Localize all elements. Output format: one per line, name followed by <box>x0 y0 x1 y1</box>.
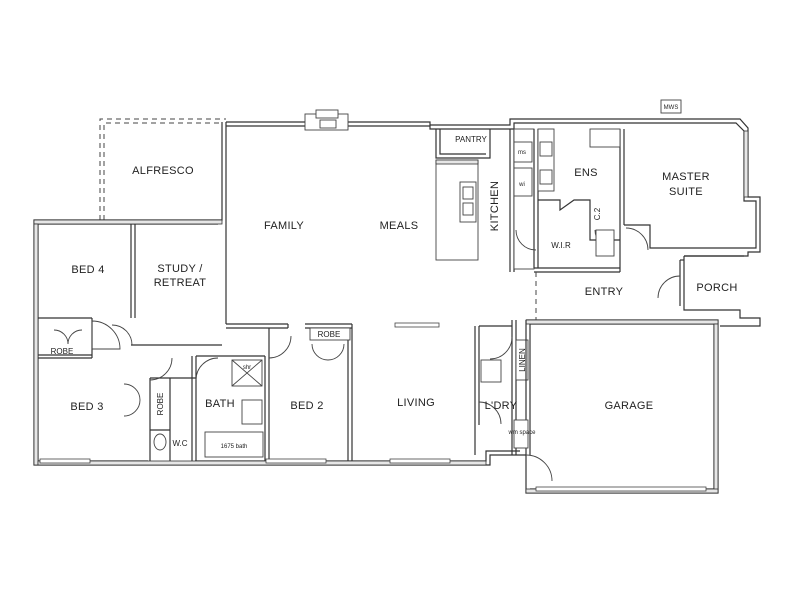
wall-hatching <box>33 130 749 494</box>
label-ens: ENS <box>574 167 598 179</box>
label-robe-bed2: ROBE <box>318 330 341 339</box>
label-meals: MEALS <box>380 220 419 232</box>
label-master-1: MASTER <box>662 171 710 183</box>
label-master-2: SUITE <box>669 186 703 198</box>
label-kitchen: KITCHEN <box>489 181 501 231</box>
fireplace <box>304 109 349 131</box>
label-porch: PORCH <box>696 282 737 294</box>
label-living: LIVING <box>397 397 435 409</box>
fixtures <box>153 141 615 458</box>
label-wm: wm space <box>507 430 536 436</box>
label-bath-note: 1675 bath <box>221 444 248 450</box>
mws-unit <box>660 99 682 114</box>
label-shr: shr <box>243 365 251 371</box>
label-c2: C.2 <box>593 207 602 220</box>
label-linen: LINEN <box>518 348 527 372</box>
label-wi: wi <box>518 182 525 188</box>
interior-walls <box>38 128 744 461</box>
label-wc: W.C <box>172 439 187 448</box>
label-mws: MWS <box>664 105 679 111</box>
label-entry: ENTRY <box>585 286 624 298</box>
label-bed3: BED 3 <box>70 401 103 413</box>
label-study-1: STUDY / <box>157 263 203 275</box>
label-ldry: L'DRY <box>485 400 518 412</box>
label-robe-bed4: ROBE <box>51 347 74 356</box>
label-alfresco: ALFRESCO <box>132 165 194 177</box>
label-robe-bed3: ROBE <box>156 393 165 416</box>
room-labels: ALFRESCO FAMILY MEALS KITCHEN PANTRY ENS… <box>51 105 738 450</box>
label-family: FAMILY <box>264 220 304 232</box>
label-wir: W.I.R <box>551 241 571 250</box>
label-bath: BATH <box>205 398 235 410</box>
label-bed2: BED 2 <box>290 400 323 412</box>
doors <box>53 227 681 482</box>
label-pantry: PANTRY <box>455 135 487 144</box>
windows <box>39 322 707 492</box>
label-ms: ms <box>518 150 526 156</box>
label-study-2: RETREAT <box>154 277 207 289</box>
label-garage: GARAGE <box>605 400 654 412</box>
label-bed4: BED 4 <box>71 264 104 276</box>
